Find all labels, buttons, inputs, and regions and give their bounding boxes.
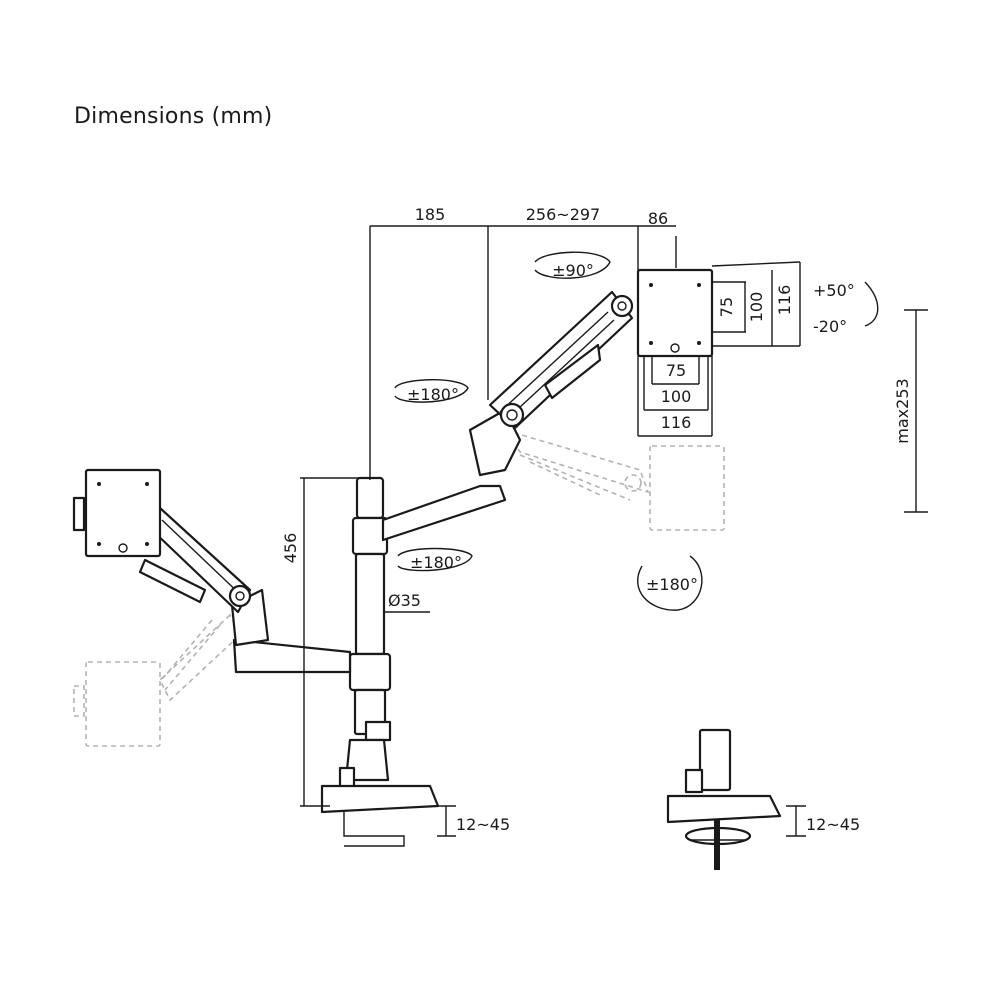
rot-tilt-up: +50°	[813, 281, 855, 300]
upper-arm	[381, 290, 634, 542]
vesa-plate-left	[72, 468, 162, 558]
rot-tilt-down: -20°	[813, 317, 847, 336]
dim-vesa-small-vertical: 75	[717, 297, 736, 317]
dim-vesa-large-vertical: 116	[775, 285, 794, 316]
diagram-title: Dimensions (mm)	[74, 104, 273, 129]
dim-arm-reach-inner: 185	[415, 205, 446, 224]
dim-clamp-range-b: 12~45	[806, 815, 860, 834]
ghost-right-arm	[503, 428, 725, 531]
rotation-arrows	[394, 251, 879, 611]
rot-arm-swivel-upper: ±180°	[407, 385, 459, 404]
rot-swivel-head: ±90°	[552, 261, 594, 280]
dimension-lines	[300, 225, 928, 837]
dim-arm-reach-outer: 256~297	[526, 205, 600, 224]
vesa-plate-right	[636, 268, 714, 358]
dim-vesa-medium-horizontal: 100	[661, 387, 692, 406]
dim-pole-height: 456	[281, 533, 300, 564]
dim-pole-diameter: Ø35	[388, 591, 421, 610]
dim-vesa-small-horizontal: 75	[666, 361, 686, 380]
rot-arm-swivel-lower: ±180°	[410, 553, 462, 572]
lower-arm	[138, 506, 352, 674]
dim-vesa-medium-vertical: 100	[747, 292, 766, 323]
ghost-left-arm	[73, 613, 241, 747]
dim-clamp-range-a: 12~45	[456, 815, 510, 834]
grommet-base-detail	[666, 728, 782, 870]
dim-plate-depth: 86	[648, 209, 668, 228]
dim-vesa-large-horizontal: 116	[661, 413, 692, 432]
rot-screen-rotation: ±180°	[646, 575, 698, 594]
dim-height-adjust: max253	[893, 378, 912, 443]
pole	[320, 476, 440, 847]
